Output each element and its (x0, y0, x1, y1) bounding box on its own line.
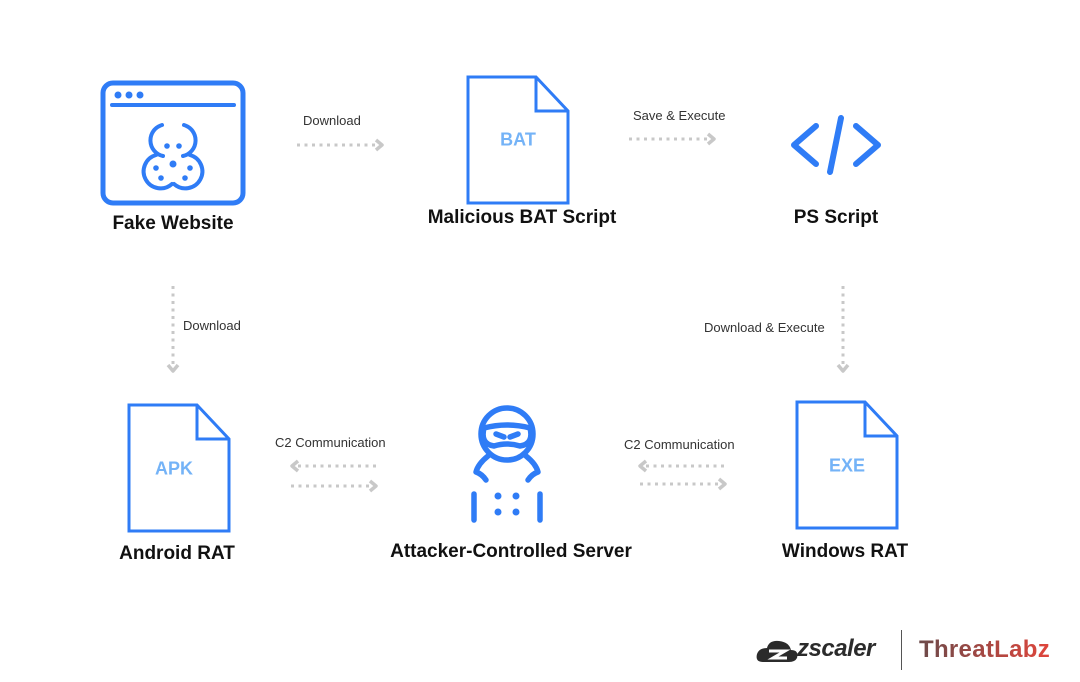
dotted-arrow-right (629, 132, 716, 146)
node-label-server: Attacker-Controlled Server (390, 541, 632, 562)
bat-document-icon (466, 75, 570, 205)
edge-label-download-right: Download (303, 113, 361, 128)
zscaler-logo-text: zscaler (797, 635, 875, 662)
edge-label-c2-left: C2 Communication (275, 435, 386, 450)
file-type-bat: BAT (500, 129, 536, 150)
file-type-apk: APK (154, 458, 194, 479)
threatlabz-logo-text: ThreatLabz (919, 636, 1050, 664)
file-type-exe: EXE (828, 455, 866, 476)
edge-label-c2-right: C2 Communication (624, 437, 735, 452)
node-label-ps-script: PS Script (793, 207, 879, 228)
biohazard-browser-icon (100, 80, 246, 206)
dotted-arrow-left (638, 459, 726, 473)
dotted-arrow-right (297, 138, 384, 152)
node-label-bat-script: Malicious BAT Script (427, 207, 617, 228)
dotted-arrow-down (166, 286, 180, 373)
node-label-fake-website: Fake Website (112, 213, 234, 234)
edge-label-download-down: Download (183, 318, 241, 333)
code-icon (791, 115, 881, 175)
node-label-android-rat: Android RAT (119, 543, 235, 564)
zscaler-cloud-logo-icon (756, 640, 798, 662)
dotted-arrow-down (836, 286, 850, 373)
hacker-icon (471, 405, 543, 523)
dotted-arrow-right (640, 477, 727, 491)
dotted-arrow-left (290, 459, 378, 473)
dotted-arrow-right (291, 479, 378, 493)
threatlabz-text: ThreatLabz (919, 636, 1051, 663)
logo-divider (901, 630, 902, 670)
edge-label-save-execute: Save & Execute (633, 108, 726, 123)
exe-document-icon (795, 400, 899, 530)
edge-label-download-execute: Download & Execute (704, 320, 825, 335)
apk-document-icon (127, 403, 231, 533)
node-label-windows-rat: Windows RAT (781, 541, 909, 562)
